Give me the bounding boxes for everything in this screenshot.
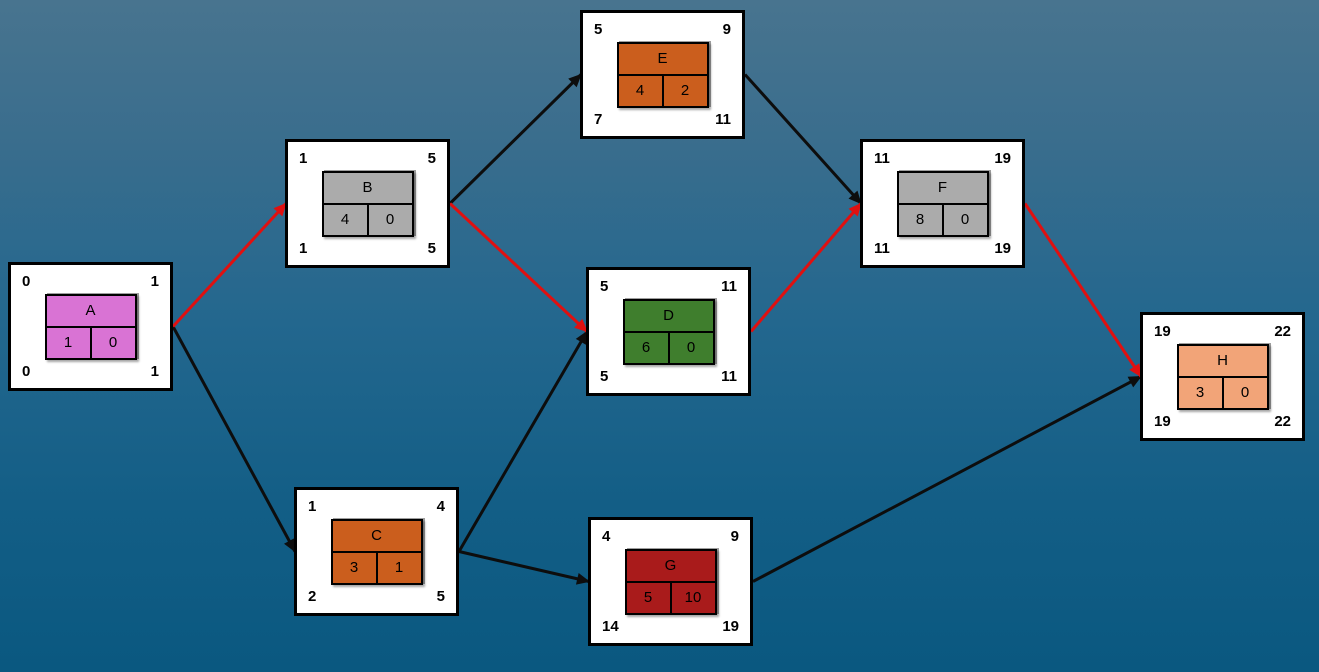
early-start-value: 5 [600,278,609,295]
edge-F-H-critical [1023,202,1143,378]
late-start-value: 2 [308,588,317,605]
edge-C-G [458,550,590,585]
late-finish-value: 11 [715,111,731,128]
late-start-value: 11 [874,240,890,257]
early-start-value: 1 [299,150,308,167]
activity-slack: 1 [394,559,404,576]
late-finish-value: 19 [994,240,1011,257]
late-finish-value: 1 [150,363,159,380]
activity-duration: 4 [324,204,369,235]
edge-D-F-critical [749,202,863,333]
activity-duration: 3 [333,552,378,583]
early-start-value: 19 [1154,323,1171,340]
early-start-value: 5 [594,21,603,38]
late-finish-value: 5 [427,240,436,257]
activity-duration: 3 [1179,377,1224,408]
early-start-value: 0 [22,273,31,290]
activity-label: A [46,296,135,328]
edge-E-F [743,73,863,205]
activity-slack: 0 [1240,384,1250,401]
activity-duration: 5 [627,582,672,613]
late-start-value: 0 [22,363,31,380]
activity-slack: 0 [960,211,970,228]
activity-label: C [332,521,421,553]
early-finish-value: 11 [721,278,737,295]
activity-label: G [626,551,715,583]
late-start-value: 7 [594,111,603,128]
late-finish-value: 5 [436,588,445,605]
activity-label: H [1178,346,1267,378]
late-start-value: 1 [299,240,308,257]
edge-G-H [752,375,1142,583]
late-start-value: 14 [602,618,619,635]
early-finish-value: 1 [150,273,159,290]
edge-C-D [457,330,589,553]
early-start-value: 1 [308,498,317,515]
activity-slack: 0 [686,339,696,356]
early-finish-value: 19 [994,150,1011,167]
early-finish-value: 9 [722,21,731,38]
early-finish-value: 9 [730,528,739,545]
early-start-value: 11 [874,150,890,167]
activity-slack: 0 [108,334,118,351]
early-finish-value: 5 [427,150,436,167]
late-finish-value: 11 [721,368,737,385]
activity-slack: 2 [680,82,690,99]
activity-label: E [618,44,707,76]
edge-A-B-critical [171,202,288,328]
edge-B-D-critical [448,202,589,333]
late-start-value: 5 [600,368,609,385]
edge-A-C [171,325,297,553]
activity-duration: 1 [47,327,92,358]
activity-label: D [624,301,713,333]
early-finish-value: 22 [1274,323,1291,340]
early-finish-value: 4 [436,498,445,515]
activity-bottom-row: 5 10 [627,582,715,613]
activity-slack: 10 [684,589,702,606]
edge-B-E [448,73,583,205]
activity-duration: 6 [625,332,670,363]
activity-slack: 0 [385,211,395,228]
late-finish-value: 19 [722,618,739,635]
activity-label: B [323,173,412,205]
activity-label: F [898,173,987,205]
late-finish-value: 22 [1274,413,1291,430]
activity-duration: 4 [619,75,664,106]
early-start-value: 4 [602,528,611,545]
late-start-value: 19 [1154,413,1171,430]
activity-duration: 8 [899,204,944,235]
